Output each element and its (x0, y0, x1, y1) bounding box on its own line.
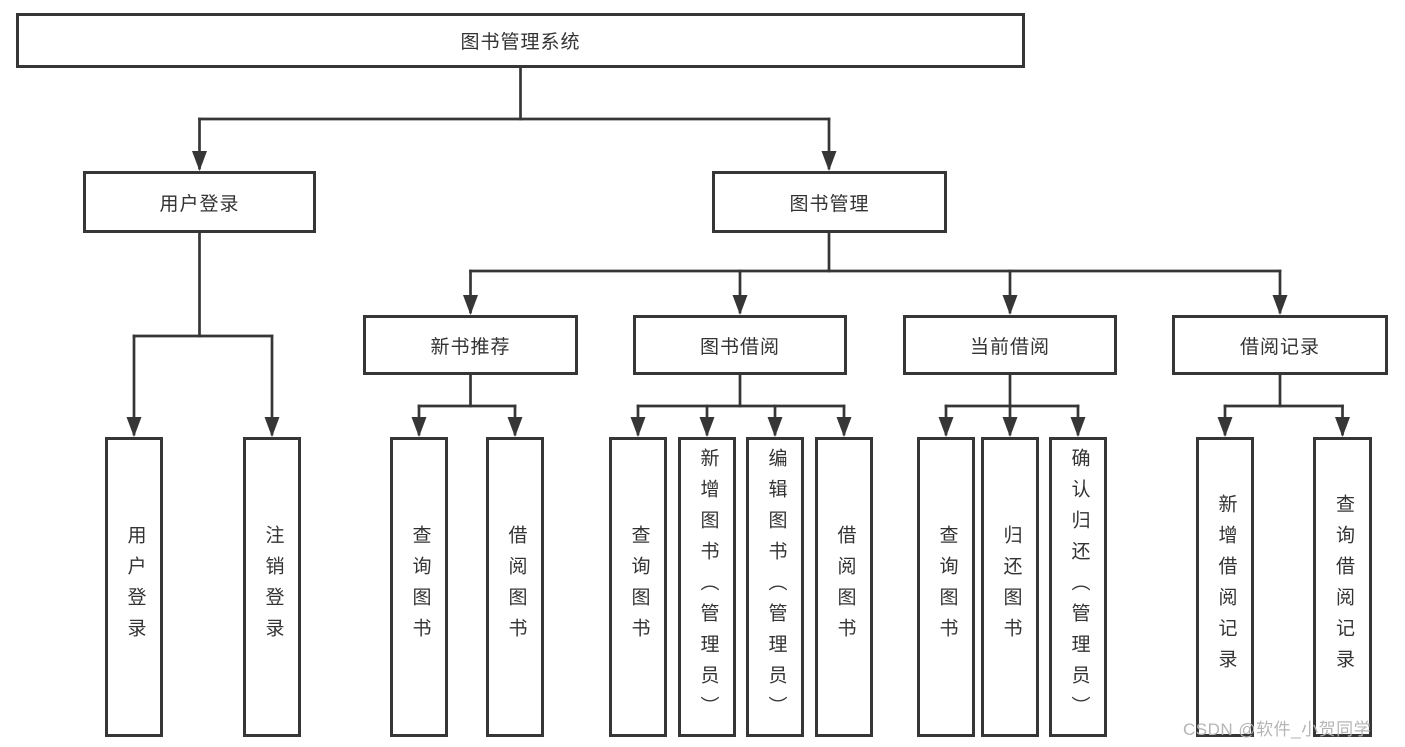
node-new-book-recommend: 新书推荐 (363, 315, 578, 375)
node-label: 图书管理 (789, 193, 870, 215)
leaf-query-books-borrow: 查询图书 (609, 437, 667, 737)
node-label: 查询图书 (936, 525, 958, 649)
node-label: 查询图书 (628, 525, 650, 649)
node-book-management: 图书管理 (712, 171, 947, 233)
node-label: 新增借阅记录 (1215, 494, 1237, 680)
leaf-user-login: 用户登录 (105, 437, 163, 737)
leaf-query-borrow-record: 查询借阅记录 (1313, 437, 1372, 737)
node-label: 新书推荐 (430, 336, 511, 358)
leaf-confirm-return-admin: 确认归还（管理员） (1049, 437, 1107, 737)
leaf-edit-book-admin: 编辑图书（管理员） (746, 437, 804, 737)
leaf-query-books-current: 查询图书 (917, 437, 975, 737)
watermark: CSDN @软件_小贺同学 (1183, 720, 1372, 739)
node-label: 注销登录 (262, 525, 284, 649)
node-book-borrow: 图书借阅 (633, 315, 847, 375)
leaf-query-books-recommend: 查询图书 (390, 437, 448, 737)
node-root: 图书管理系统 (16, 13, 1025, 68)
node-label: 用户登录 (124, 525, 146, 649)
node-label: 图书借阅 (699, 336, 780, 358)
node-label: 借阅图书 (505, 525, 527, 649)
node-label: 借阅图书 (834, 525, 856, 649)
node-label: 编辑图书（管理员） (765, 447, 787, 727)
leaf-logout: 注销登录 (243, 437, 301, 737)
leaf-add-borrow-record: 新增借阅记录 (1196, 437, 1254, 737)
node-label: 查询图书 (409, 525, 431, 649)
leaf-borrow-books-recommend: 借阅图书 (486, 437, 544, 737)
node-current-borrow: 当前借阅 (903, 315, 1117, 375)
leaf-return-book: 归还图书 (981, 437, 1039, 737)
node-borrow-records: 借阅记录 (1172, 315, 1388, 375)
node-label: 查询借阅记录 (1332, 494, 1354, 680)
leaf-borrow-books: 借阅图书 (815, 437, 873, 737)
node-label: 图书管理系统 (460, 32, 581, 53)
node-label: 当前借阅 (969, 336, 1050, 358)
node-label: 新增图书（管理员） (697, 447, 719, 727)
node-label: 用户登录 (159, 193, 240, 215)
node-label: 借阅记录 (1239, 336, 1320, 358)
node-label: 确认归还（管理员） (1068, 447, 1090, 727)
leaf-add-book-admin: 新增图书（管理员） (678, 437, 736, 737)
node-label: 归还图书 (1000, 525, 1022, 649)
node-user-login: 用户登录 (83, 171, 316, 233)
